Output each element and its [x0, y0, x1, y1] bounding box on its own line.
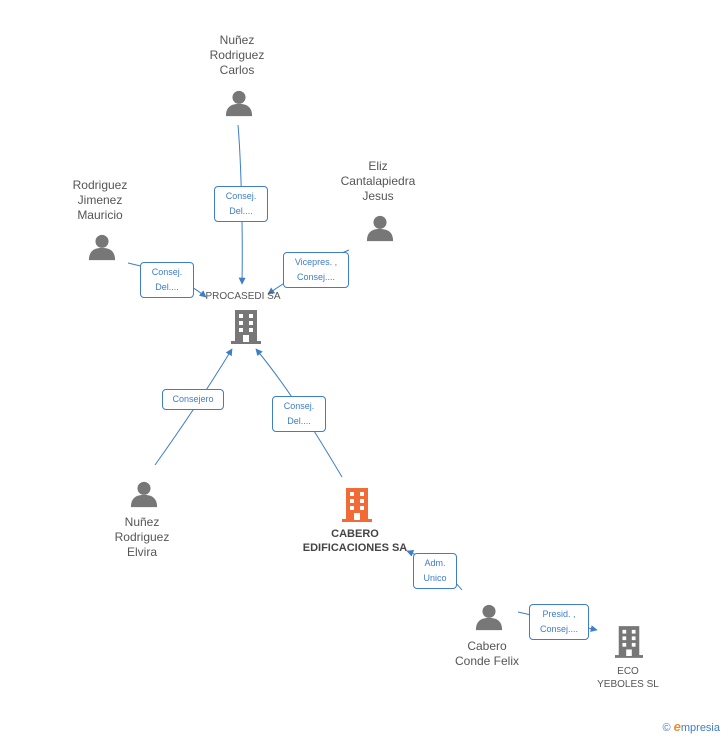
brand-mark: © empresia [662, 719, 720, 734]
person-icon-mauricio[interactable] [88, 234, 116, 261]
relation-badge-elvira[interactable]: Consejero [162, 389, 224, 410]
copyright-icon: © [662, 722, 671, 734]
relation-badge-jesus[interactable]: Vicepres. , Consej.... [283, 252, 349, 288]
brand-name: mpresia [680, 722, 720, 734]
relation-badge-felix-eco[interactable]: Presid. , Consej.... [529, 604, 589, 640]
relation-badge-felix-cabero[interactable]: Adm. Unico [413, 553, 457, 589]
building-icon-cabero[interactable] [342, 488, 372, 522]
person-icon-elvira[interactable] [130, 481, 158, 508]
company-label-cabero[interactable]: CABERO EDIFICACIONES SA [302, 528, 408, 554]
building-icon-eco[interactable] [615, 626, 643, 658]
person-label-mauricio[interactable]: Rodriguez Jimenez Mauricio [72, 178, 128, 222]
person-label-elvira[interactable]: Nuñez Rodriguez Elvira [114, 515, 170, 559]
person-label-jesus[interactable]: Eliz Cantalapiedra Jesus [340, 159, 416, 203]
company-label-procasedi[interactable]: PROCASEDI SA [205, 291, 281, 302]
person-label-felix[interactable]: Cabero Conde Felix [454, 639, 520, 668]
person-label-carlos[interactable]: Nuñez Rodriguez Carlos [209, 33, 265, 77]
relation-badge-carlos[interactable]: Consej. Del.... [214, 186, 268, 222]
person-icon-carlos[interactable] [225, 90, 253, 117]
brand-e: e [673, 719, 681, 734]
relation-badge-cabero[interactable]: Consej. Del.... [272, 396, 326, 432]
person-icon-felix[interactable] [475, 604, 503, 631]
company-label-eco[interactable]: ECO YEBOLES SL [597, 666, 659, 690]
person-icon-jesus[interactable] [366, 215, 394, 242]
relation-badge-mauricio[interactable]: Consej. Del.... [140, 262, 194, 298]
building-icon-procasedi[interactable] [231, 310, 261, 344]
